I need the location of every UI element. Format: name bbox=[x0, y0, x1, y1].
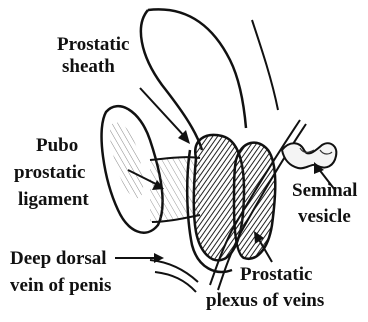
label-seminal-vesicle-line2: vesicle bbox=[298, 206, 351, 227]
label-deep-dorsal-line2: vein of penis bbox=[10, 275, 111, 296]
bladder-wall bbox=[141, 9, 278, 150]
label-puboprostatic-line3: ligament bbox=[18, 189, 89, 210]
label-prostatic-sheath-line1: Prostatic bbox=[57, 34, 129, 55]
label-plexus-line2: plexus of veins bbox=[206, 290, 324, 311]
deep-dorsal-vein bbox=[150, 260, 198, 292]
label-puboprostatic-line2: prostatic bbox=[14, 162, 85, 183]
label-plexus-line1: Prostatic bbox=[240, 264, 312, 285]
label-prostatic-sheath-line2: sheath bbox=[62, 56, 115, 77]
label-seminal-vesicle-line1: Seminal bbox=[292, 180, 357, 201]
seminal-vesicle bbox=[282, 143, 336, 168]
puboprostatic-ligament bbox=[150, 157, 200, 222]
label-deep-dorsal-line1: Deep dorsal bbox=[10, 248, 107, 269]
label-puboprostatic-line1: Pubo bbox=[36, 135, 78, 156]
